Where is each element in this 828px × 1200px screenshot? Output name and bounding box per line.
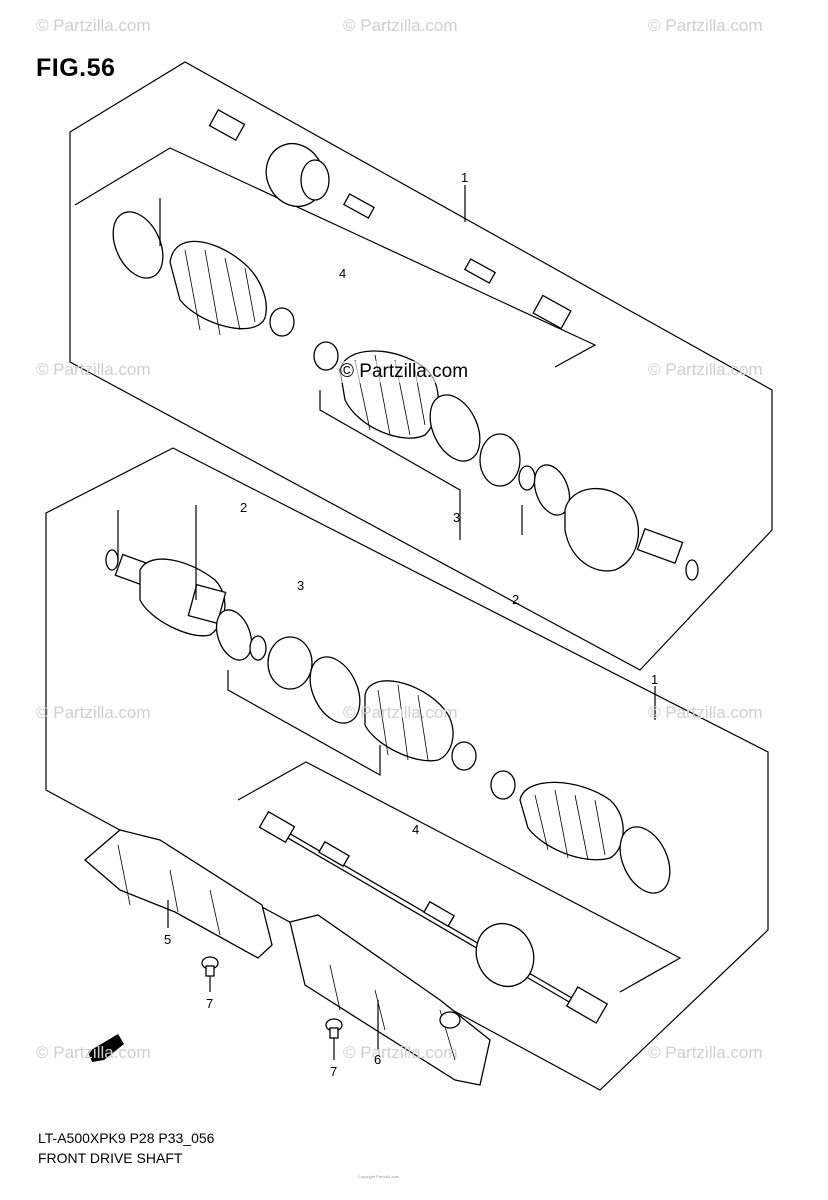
boot-band-small-1 [269, 307, 295, 337]
boot-band-small-3 [451, 741, 477, 771]
watermark: © Partzilla.com [343, 703, 458, 722]
watermark: © Partzilla.com [648, 16, 763, 35]
bearing-cage-2 [267, 636, 313, 690]
watermark: © Partzilla.com [648, 360, 763, 379]
boot-4 [519, 781, 624, 861]
diagram-code: LT-A500XPK9 P28 P33_056 [38, 1130, 215, 1146]
callout-2-right: 2 [512, 592, 520, 607]
circlip-4 [249, 635, 267, 661]
circlip-2 [685, 559, 699, 581]
circlip-3 [105, 549, 119, 571]
boot-band-large-1 [112, 211, 164, 279]
watermark: © Partzilla.com [36, 703, 151, 722]
copyright-text: Copyright Partzilla.com [358, 1174, 400, 1179]
inner-cv-joint [114, 553, 227, 637]
circlip-1 [518, 465, 536, 491]
fwd-arrow-icon [88, 1034, 124, 1062]
upper-assembly-frame [69, 61, 773, 671]
callout-7a: 7 [206, 996, 214, 1011]
callout-5: 5 [164, 932, 172, 947]
o-ring-2 [215, 609, 253, 661]
center-watermark: © Partzilla.com [340, 361, 469, 383]
figure-title: FIG.56 [36, 54, 116, 82]
watermark: © Partzilla.com [343, 1043, 458, 1062]
callout-4-top: 4 [339, 266, 347, 281]
upper-drive-shaft [208, 108, 572, 330]
callout-6: 6 [374, 1052, 382, 1067]
bearing-cage-1 [479, 433, 521, 487]
boot-band-small-4 [490, 770, 516, 800]
lower-assembly-frame [45, 447, 769, 1091]
callout-bracket-4-bottom [227, 670, 381, 777]
diagram-name: FRONT DRIVE SHAFT [38, 1150, 183, 1166]
callout-1-bottom: 1 [651, 672, 659, 687]
boot-1 [169, 240, 267, 336]
lower-drive-shaft [258, 810, 609, 1024]
watermark: © Partzilla.com [343, 16, 458, 35]
callout-4-bottom: 4 [412, 822, 420, 837]
guard-6 [289, 914, 491, 1086]
boot-band-large-3 [309, 656, 361, 724]
o-ring-1 [533, 464, 571, 516]
callout-7b: 7 [330, 1064, 338, 1079]
boot-band-large-2 [429, 394, 481, 462]
upper-shaft-bracket [74, 147, 597, 368]
lower-shaft-bracket [237, 761, 682, 993]
bolt-7b [325, 1018, 343, 1060]
watermark: © Partzilla.com [648, 1043, 763, 1062]
watermark: © Partzilla.com [648, 703, 763, 722]
watermark: © Partzilla.com [36, 360, 151, 379]
callout-bracket-3-right [319, 390, 461, 540]
outer-cv-joint-1 [564, 488, 684, 572]
callout-1-top: 1 [461, 170, 469, 185]
boot-band-large-4 [619, 826, 671, 894]
bolt-7a [201, 956, 219, 992]
boot-band-small-2 [313, 341, 339, 371]
watermark: © Partzilla.com [36, 16, 151, 35]
callout-3-right: 3 [453, 510, 461, 525]
callout-3-upper: 3 [297, 578, 305, 593]
boot-3 [364, 680, 454, 762]
watermark: © Partzilla.com [36, 1043, 151, 1062]
callout-2-upper: 2 [240, 500, 248, 515]
guard-5 [84, 829, 273, 959]
